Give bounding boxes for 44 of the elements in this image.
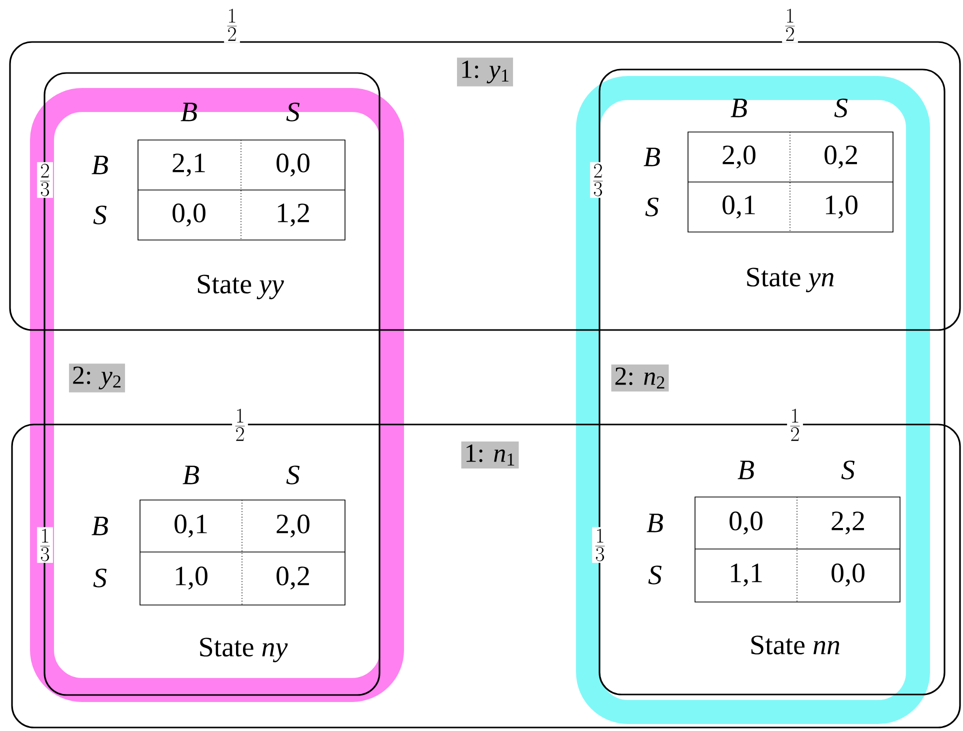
column-header: B [182, 466, 199, 484]
column-header: S [286, 466, 300, 484]
row-header: S [93, 568, 107, 588]
row-header: B [92, 516, 108, 536]
probability-label: $\frac{1}{3}$ [37, 527, 53, 563]
payoff-cell: 0,0 [172, 204, 206, 226]
state-caption: State ny [200, 638, 288, 662]
probability-label: $\frac{2}{3}$ [590, 162, 606, 198]
row-header: B [92, 156, 108, 174]
column-header: B [730, 98, 747, 118]
probability-label: $\frac{1}{2}$ [787, 407, 803, 443]
row-header: B [646, 514, 663, 532]
payoff-cell: 0,0 [832, 564, 864, 586]
payoff-cell: 1,0 [176, 566, 208, 590]
payoff-cell: 1,1 [730, 564, 762, 586]
payoff-cell: 0,0 [730, 512, 762, 534]
probability-label: $\frac{1}{2}$ [782, 7, 798, 43]
payoff-cell: 0,2 [824, 146, 857, 168]
payoff-cell: 2,0 [722, 146, 756, 168]
payoff-cell: 1,2 [278, 204, 309, 226]
column-header: S [286, 102, 300, 122]
state-caption: State yy [198, 274, 284, 300]
probability-label: $\frac{1}{2}$ [232, 407, 248, 443]
row-header: S [648, 566, 662, 584]
payoff-cell: 2,2 [832, 512, 864, 534]
column-header: B [738, 460, 754, 480]
probability-label: $\frac{1}{3}$ [592, 527, 608, 563]
payoff-cell: 0,0 [276, 154, 310, 176]
payoff-cell: 0,2 [276, 566, 309, 590]
payoff-cell: 1,0 [826, 196, 858, 218]
row-header: B [644, 148, 660, 166]
row-header: S [93, 206, 107, 224]
payoff-cell: 0,1 [722, 196, 755, 218]
column-header: B [180, 102, 197, 122]
payoff-cell: 0,1 [174, 514, 207, 538]
probability-label: $\frac{2}{3}$ [37, 162, 53, 198]
payoff-cell: 2,0 [276, 514, 310, 538]
payoff-cell: 2,1 [172, 154, 205, 176]
row-header: S [645, 198, 659, 216]
column-header: S [834, 98, 848, 118]
column-header: S [841, 460, 855, 480]
probability-label: $\frac{1}{2}$ [224, 7, 240, 43]
state-caption: State yn [747, 268, 834, 292]
state-caption: State nn [751, 636, 840, 654]
